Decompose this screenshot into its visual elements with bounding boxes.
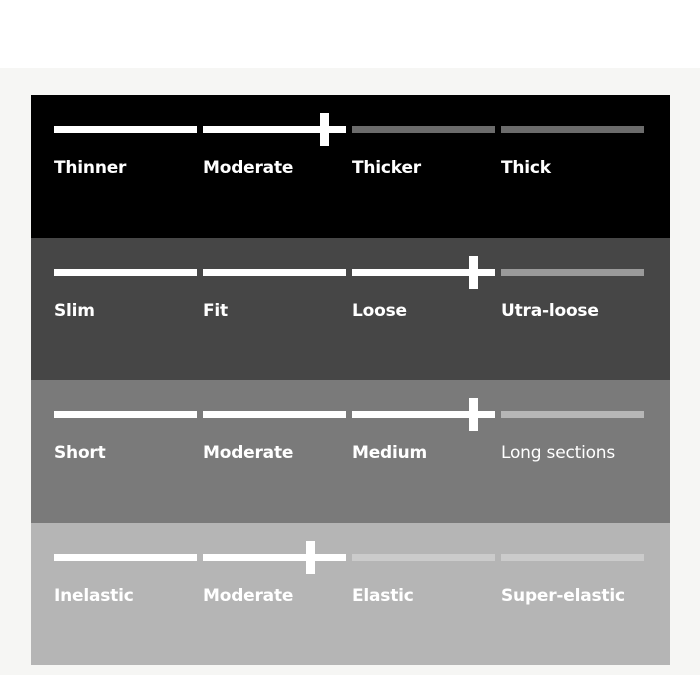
length-label-2: Moderate <box>203 443 294 463</box>
fit-segment-3 <box>352 269 495 276</box>
thickness-label-4: Thick <box>501 158 551 178</box>
thickness-label-3: Thicker <box>352 158 421 178</box>
length-segment-4 <box>501 411 644 418</box>
fit-segment-1 <box>54 269 197 276</box>
length-segment-1 <box>54 411 197 418</box>
fit-label-3: Loose <box>352 301 407 321</box>
elasticity-label-1: Inelastic <box>54 586 134 606</box>
length-segment-2 <box>203 411 346 418</box>
thickness-scale: Thinner Moderate Thicker Thick <box>31 95 670 238</box>
fit-marker <box>469 256 479 289</box>
fit-scale: Slim Fit Loose Utra-loose <box>31 238 670 380</box>
thickness-label-1: Thinner <box>54 158 127 178</box>
thickness-marker <box>320 113 330 146</box>
product-attribute-chart: Thinner Moderate Thicker Thick Slim Fit … <box>31 95 670 665</box>
elasticity-label-2: Moderate <box>203 586 294 606</box>
thickness-segment-2 <box>203 126 346 133</box>
length-label-3: Medium <box>352 443 428 463</box>
elasticity-marker <box>305 541 315 574</box>
elasticity-segment-3 <box>352 554 495 561</box>
fit-label-2: Fit <box>203 301 228 321</box>
length-scale: Short Moderate Medium Long sections <box>31 380 670 523</box>
thickness-segment-1 <box>54 126 197 133</box>
thickness-label-2: Moderate <box>203 158 294 178</box>
length-segment-3 <box>352 411 495 418</box>
elasticity-label-4: Super-elastic <box>501 586 625 606</box>
length-marker <box>469 398 479 431</box>
thickness-segment-4 <box>501 126 644 133</box>
elasticity-label-3: Elastic <box>352 586 414 606</box>
length-label-4: Long sections <box>501 443 616 463</box>
fit-segment-4 <box>501 269 644 276</box>
elasticity-segment-4 <box>501 554 644 561</box>
elasticity-segment-2 <box>203 554 346 561</box>
fit-segment-2 <box>203 269 346 276</box>
length-label-1: Short <box>54 443 106 463</box>
thickness-segment-3 <box>352 126 495 133</box>
fit-label-1: Slim <box>54 301 95 321</box>
elasticity-scale: Inelastic Moderate Elastic Super-elastic <box>31 523 670 665</box>
fit-label-4: Utra-loose <box>501 301 599 321</box>
elasticity-segment-1 <box>54 554 197 561</box>
